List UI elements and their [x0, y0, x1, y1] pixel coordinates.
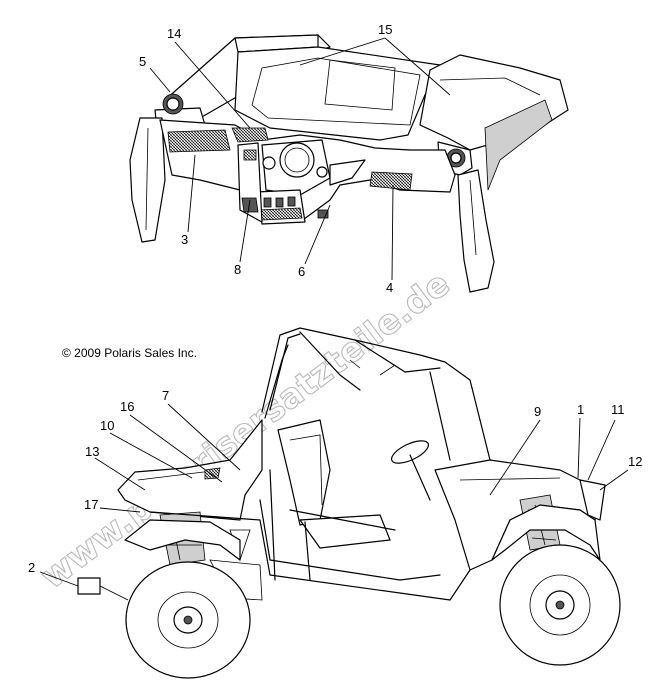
callout-11: 11	[611, 402, 625, 417]
copyright-text: © 2009 Polaris Sales Inc.	[62, 346, 197, 360]
callout-2: 2	[28, 560, 35, 575]
callout-5: 5	[139, 54, 146, 69]
rear-wheel	[125, 561, 251, 679]
callout-3: 3	[181, 232, 188, 247]
callout-6: 6	[298, 264, 305, 279]
callout-1: 1	[577, 402, 584, 417]
vehicle-side-view	[117, 327, 621, 679]
callout-12: 12	[628, 454, 642, 469]
callout-13: 13	[85, 444, 99, 459]
leader-lines	[39, 37, 629, 601]
callout-9: 9	[534, 404, 541, 419]
callout-7: 7	[162, 388, 169, 403]
callout-labels: 14 5 15 3 8 6 4 7 16 10 13 17 9 1 11 12 …	[28, 22, 642, 575]
callout-14: 14	[167, 26, 181, 41]
dash-hood-assembly	[129, 34, 569, 293]
watermark-text: www.polarisersatzteile.de	[33, 264, 457, 597]
callout-16: 16	[120, 399, 134, 414]
callout-17: 17	[84, 497, 98, 512]
front-wheel	[499, 544, 621, 666]
callout-10: 10	[100, 418, 114, 433]
callout-4: 4	[386, 280, 393, 295]
decal-2-rectangle	[77, 577, 101, 595]
callout-8: 8	[234, 262, 241, 277]
callout-15: 15	[378, 22, 392, 37]
